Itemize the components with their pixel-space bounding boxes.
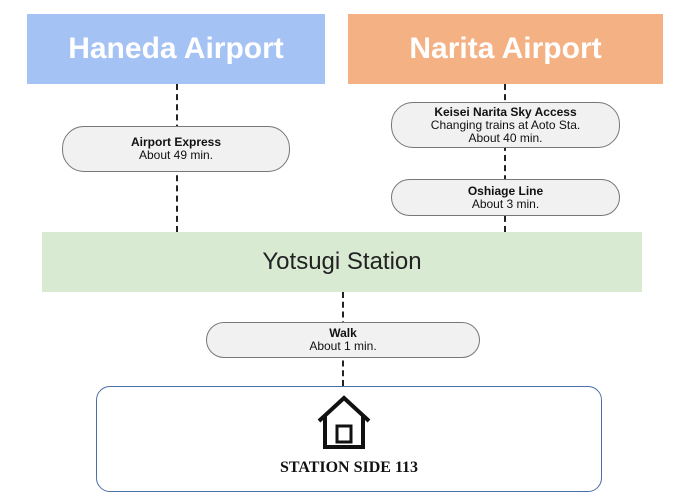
- route-time: About 1 min.: [309, 339, 377, 353]
- keisei-route: Keisei Narita Sky Access Changing trains…: [391, 102, 620, 148]
- oshiage-route: Oshiage Line About 3 min.: [391, 179, 620, 216]
- narita-airport-box: Narita Airport: [348, 14, 663, 84]
- airport-express-route: Airport Express About 49 min.: [62, 126, 290, 172]
- route-time: About 3 min.: [471, 196, 540, 211]
- route-name: Keisei Narita Sky Access: [434, 104, 577, 119]
- route-name: Airport Express: [130, 135, 222, 149]
- route-name: Walk: [329, 326, 357, 340]
- narita-connector-line: [504, 84, 506, 232]
- route-note: Changing trains at Aoto Sta.: [430, 117, 581, 132]
- route-time: About 49 min.: [138, 148, 214, 162]
- walk-route: Walk About 1 min.: [206, 322, 480, 358]
- haneda-airport-title: Haneda Airport: [68, 32, 284, 65]
- destination-name: STATION SIDE 113: [279, 459, 419, 476]
- destination-box: STATION SIDE 113: [96, 386, 602, 492]
- route-name: Oshiage Line: [467, 183, 544, 198]
- yotsugi-station-bar: Yotsugi Station: [42, 232, 642, 292]
- narita-airport-title: Narita Airport: [409, 32, 602, 65]
- haneda-airport-box: Haneda Airport: [27, 14, 325, 84]
- house-icon: [317, 395, 371, 449]
- route-time: About 40 min.: [468, 130, 543, 145]
- station-name: Yotsugi Station: [262, 248, 422, 275]
